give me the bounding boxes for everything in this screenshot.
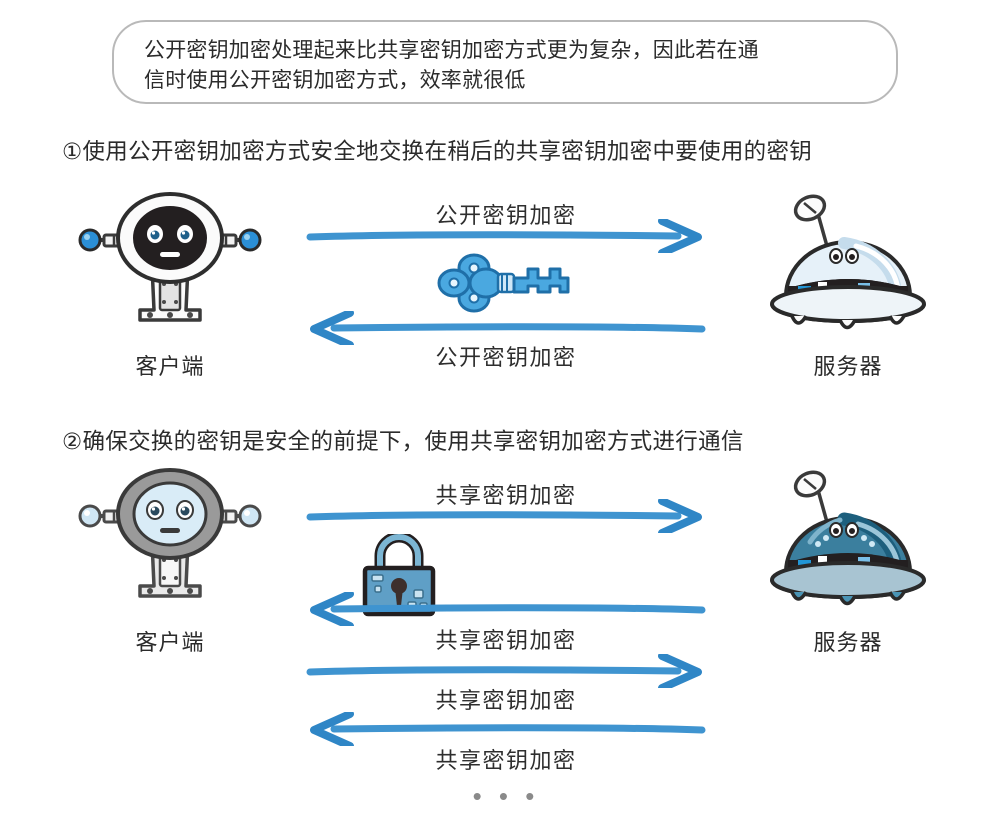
step-2-arrow-1 <box>306 499 706 533</box>
step-1-arrow-1 <box>306 219 706 253</box>
client-robot-icon <box>78 468 262 598</box>
arrow-right-icon <box>306 499 702 533</box>
client-label: 客户端 <box>135 354 205 379</box>
arrow-right-icon <box>306 219 702 253</box>
arrow-right-icon <box>306 654 702 688</box>
callout-bubble: 公开密钥加密处理起来比共享密钥加密方式更为复杂，因此若在通 信时使用公开密钥加密… <box>112 20 898 104</box>
step-1-server-actor: 服务器 <box>748 192 948 381</box>
step-1-arrow-2 <box>306 311 706 345</box>
step-2-arrow-4-caption: 共享密钥加密 <box>435 748 577 773</box>
server-ufo-icon <box>770 194 926 330</box>
step-2-arrow-4 <box>306 712 706 746</box>
key-icon <box>437 253 570 313</box>
step-2-arrow-3 <box>306 654 706 688</box>
callout-text: 公开密钥加密处理起来比共享密钥加密方式更为复杂，因此若在通 信时使用公开密钥加密… <box>144 39 759 92</box>
arrow-left-icon <box>310 712 706 746</box>
step-1-key-icon-wrap <box>432 252 582 319</box>
step-2-heading: ②确保交换的密钥是安全的前提下，使用共享密钥加密方式进行通信 <box>62 429 744 454</box>
step-1-arrow-1-caption: 公开密钥加密 <box>435 203 577 228</box>
client-label: 客户端 <box>135 630 205 655</box>
step-1-client-actor: 客户端 <box>70 192 270 381</box>
step-2-arrow-2-caption: 共享密钥加密 <box>435 628 577 653</box>
step-2-client-actor: 客户端 <box>70 468 270 657</box>
client-robot-icon <box>78 192 262 322</box>
continuation-ellipsis: • • • <box>472 781 540 811</box>
step-2-server-actor: 服务器 <box>748 468 948 657</box>
step-2-arrow-2 <box>306 592 706 626</box>
arrow-left-icon <box>310 311 706 345</box>
server-label: 服务器 <box>813 630 883 655</box>
step-1-arrow-2-caption: 公开密钥加密 <box>435 345 577 370</box>
step-1-heading: ①使用公开密钥加密方式安全地交换在稍后的共享密钥加密中要使用的密钥 <box>62 139 813 164</box>
server-ufo-icon <box>770 470 926 606</box>
step-2-arrow-3-caption: 共享密钥加密 <box>435 688 577 713</box>
server-label: 服务器 <box>813 354 883 379</box>
step-2-arrow-1-caption: 共享密钥加密 <box>435 483 577 508</box>
arrow-left-icon <box>310 592 706 626</box>
